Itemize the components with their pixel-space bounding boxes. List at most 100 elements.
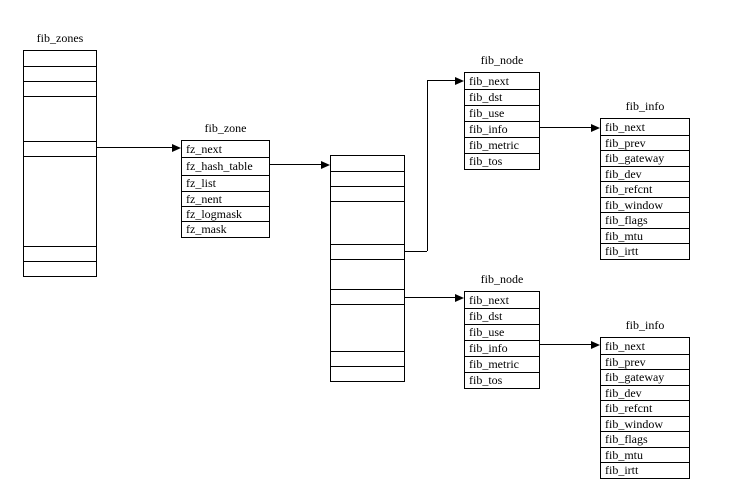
hashtable-pointer-arrowhead-icon bbox=[321, 161, 330, 169]
hash-to-node-upper-line bbox=[427, 80, 428, 251]
fib-zones-array-row-0 bbox=[24, 51, 96, 66]
field-label: fib_dst bbox=[469, 309, 503, 323]
fib-node-upper-row-fib_use: fib_use bbox=[465, 105, 539, 121]
field-label: fib_use bbox=[469, 325, 505, 339]
node-upper-to-info-arrowhead-icon bbox=[591, 124, 600, 132]
fib-info-lower-row-fib_irtt: fib_irtt bbox=[601, 462, 689, 478]
hash-to-node-upper-line bbox=[405, 251, 427, 252]
fib-zone-struct-row-fz_nent: fz_nent bbox=[182, 191, 269, 206]
fib-node-lower-row-fib_dst: fib_dst bbox=[465, 308, 539, 324]
fib-node-lower-row-fib_next: fib_next bbox=[465, 292, 539, 308]
fib-info-lower-row-fib_next: fib_next bbox=[601, 338, 689, 354]
hash-table-array-row-1 bbox=[331, 171, 404, 186]
field-label: fz_list bbox=[186, 176, 216, 190]
fib-zones-array-row-1 bbox=[24, 66, 96, 81]
field-label: fib_gateway bbox=[605, 151, 665, 165]
hash-table-array-row-7 bbox=[331, 304, 404, 351]
fib-node-upper-row-fib_dst: fib_dst bbox=[465, 89, 539, 105]
field-label: fib_info bbox=[469, 122, 508, 136]
fib-zones-array-row-5 bbox=[24, 156, 96, 246]
field-label: fib_dev bbox=[605, 385, 642, 400]
hash-table-array-row-6 bbox=[331, 289, 404, 304]
fib-info-upper-row-fib_prev: fib_prev bbox=[601, 135, 689, 150]
fib-info-upper-row-fib_next: fib_next bbox=[601, 119, 689, 135]
hashtable-pointer-line bbox=[270, 164, 322, 165]
fib-zones-array-row-7 bbox=[24, 261, 96, 276]
hash-to-node-lower-line bbox=[405, 297, 456, 298]
field-label: fib_flags bbox=[605, 432, 648, 446]
fib-info-upper-row-fib_mtu: fib_mtu bbox=[601, 228, 689, 243]
field-label: fib_next bbox=[469, 73, 509, 88]
field-label: fib_refcnt bbox=[605, 401, 653, 415]
fib-info-lower-row-fib_refcnt: fib_refcnt bbox=[601, 400, 689, 416]
fib-info-upper-row-fib_window: fib_window bbox=[601, 197, 689, 212]
field-label: fz_nent bbox=[186, 191, 222, 206]
field-label: fib_next bbox=[605, 119, 645, 134]
field-label: fib_use bbox=[469, 106, 505, 120]
fib-node-lower-row-fib_use: fib_use bbox=[465, 324, 539, 340]
fib-info-lower-row-fib_dev: fib_dev bbox=[601, 385, 689, 400]
hash-table-array-row-3 bbox=[331, 201, 404, 244]
fib-node-lower-row-fib_info: fib_info bbox=[465, 340, 539, 356]
field-label: fib_next bbox=[469, 292, 509, 307]
fib-zones-array-row-2 bbox=[24, 81, 96, 96]
field-label: fib_prev bbox=[605, 354, 646, 369]
fib-zones-array-title: fib_zones bbox=[36, 31, 84, 45]
fib-zone-struct-title: fib_zone bbox=[204, 121, 247, 135]
hash-to-node-lower-arrowhead-icon bbox=[455, 294, 464, 302]
fib-node-upper-row-fib_info: fib_info bbox=[465, 121, 539, 137]
fib-info-lower-row-fib_mtu: fib_mtu bbox=[601, 447, 689, 462]
fib-info-lower-row-fib_gateway: fib_gateway bbox=[601, 369, 689, 385]
fib-info-lower-row-fib_flags: fib_flags bbox=[601, 431, 689, 447]
fib-node-lower-title: fib_node bbox=[480, 272, 524, 286]
fib-node-upper-title: fib_node bbox=[480, 53, 524, 67]
fib-info-upper-row-fib_flags: fib_flags bbox=[601, 212, 689, 228]
field-label: fib_dev bbox=[605, 166, 642, 181]
hash-table-array-row-8 bbox=[331, 351, 404, 366]
fib-info-lower-row-fib_window: fib_window bbox=[601, 416, 689, 431]
fib-zones-array bbox=[23, 50, 97, 277]
fib-info-upper-row-fib_gateway: fib_gateway bbox=[601, 150, 689, 166]
fib-zone-struct-row-fz_hash_table: fz_hash_table bbox=[182, 157, 269, 175]
hash-table-array-row-0 bbox=[331, 156, 404, 171]
field-label: fib_mtu bbox=[605, 447, 643, 462]
field-label: fib_tos bbox=[469, 154, 503, 168]
field-label: fib_next bbox=[605, 338, 645, 353]
hash-table-array-row-2 bbox=[331, 186, 404, 201]
fib-zones-array-row-6 bbox=[24, 246, 96, 261]
fib-info-upper-row-fib_refcnt: fib_refcnt bbox=[601, 181, 689, 197]
hash-table-array bbox=[330, 155, 405, 382]
node-lower-to-info-arrowhead-icon bbox=[591, 341, 600, 349]
fib-zone-struct-row-fz_next: fz_next bbox=[182, 141, 269, 157]
fib-info-lower-row-fib_prev: fib_prev bbox=[601, 354, 689, 369]
fib-zone-struct-row-fz_mask: fz_mask bbox=[182, 221, 269, 237]
field-label: fib_irtt bbox=[605, 463, 639, 477]
field-label: fib_info bbox=[469, 341, 508, 355]
hash-table-array-row-9 bbox=[331, 366, 404, 381]
fib-info-upper-row-fib_dev: fib_dev bbox=[601, 166, 689, 181]
zones-to-zone-arrowhead-icon bbox=[172, 144, 181, 152]
fib-zones-array-row-4 bbox=[24, 141, 96, 156]
field-label: fib_window bbox=[605, 197, 663, 212]
field-label: fib_tos bbox=[469, 373, 503, 387]
field-label: fib_window bbox=[605, 416, 663, 431]
fib-zone-struct-row-fz_list: fz_list bbox=[182, 175, 269, 191]
hash-to-node-upper-line bbox=[427, 80, 456, 81]
field-label: fib_mtu bbox=[605, 228, 643, 243]
field-label: fib_flags bbox=[605, 213, 648, 227]
field-label: fz_next bbox=[186, 141, 222, 156]
fib-node-lower-row-fib_metric: fib_metric bbox=[465, 356, 539, 372]
fib-node-upper: fib_next fib_dst fib_use fib_info fib_metric… bbox=[464, 72, 540, 170]
fib-info-lower-title: fib_info bbox=[625, 318, 665, 332]
field-label: fz_mask bbox=[186, 222, 227, 236]
fib-zones-array-row-3 bbox=[24, 96, 96, 141]
field-label: fib_metric bbox=[469, 138, 519, 152]
fib-node-upper-row-fib_next: fib_next bbox=[465, 73, 539, 89]
fib-zone-struct-row-fz_logmask: fz_logmask bbox=[182, 206, 269, 221]
field-label: fz_logmask bbox=[186, 206, 242, 221]
field-label: fib_dst bbox=[469, 90, 503, 104]
